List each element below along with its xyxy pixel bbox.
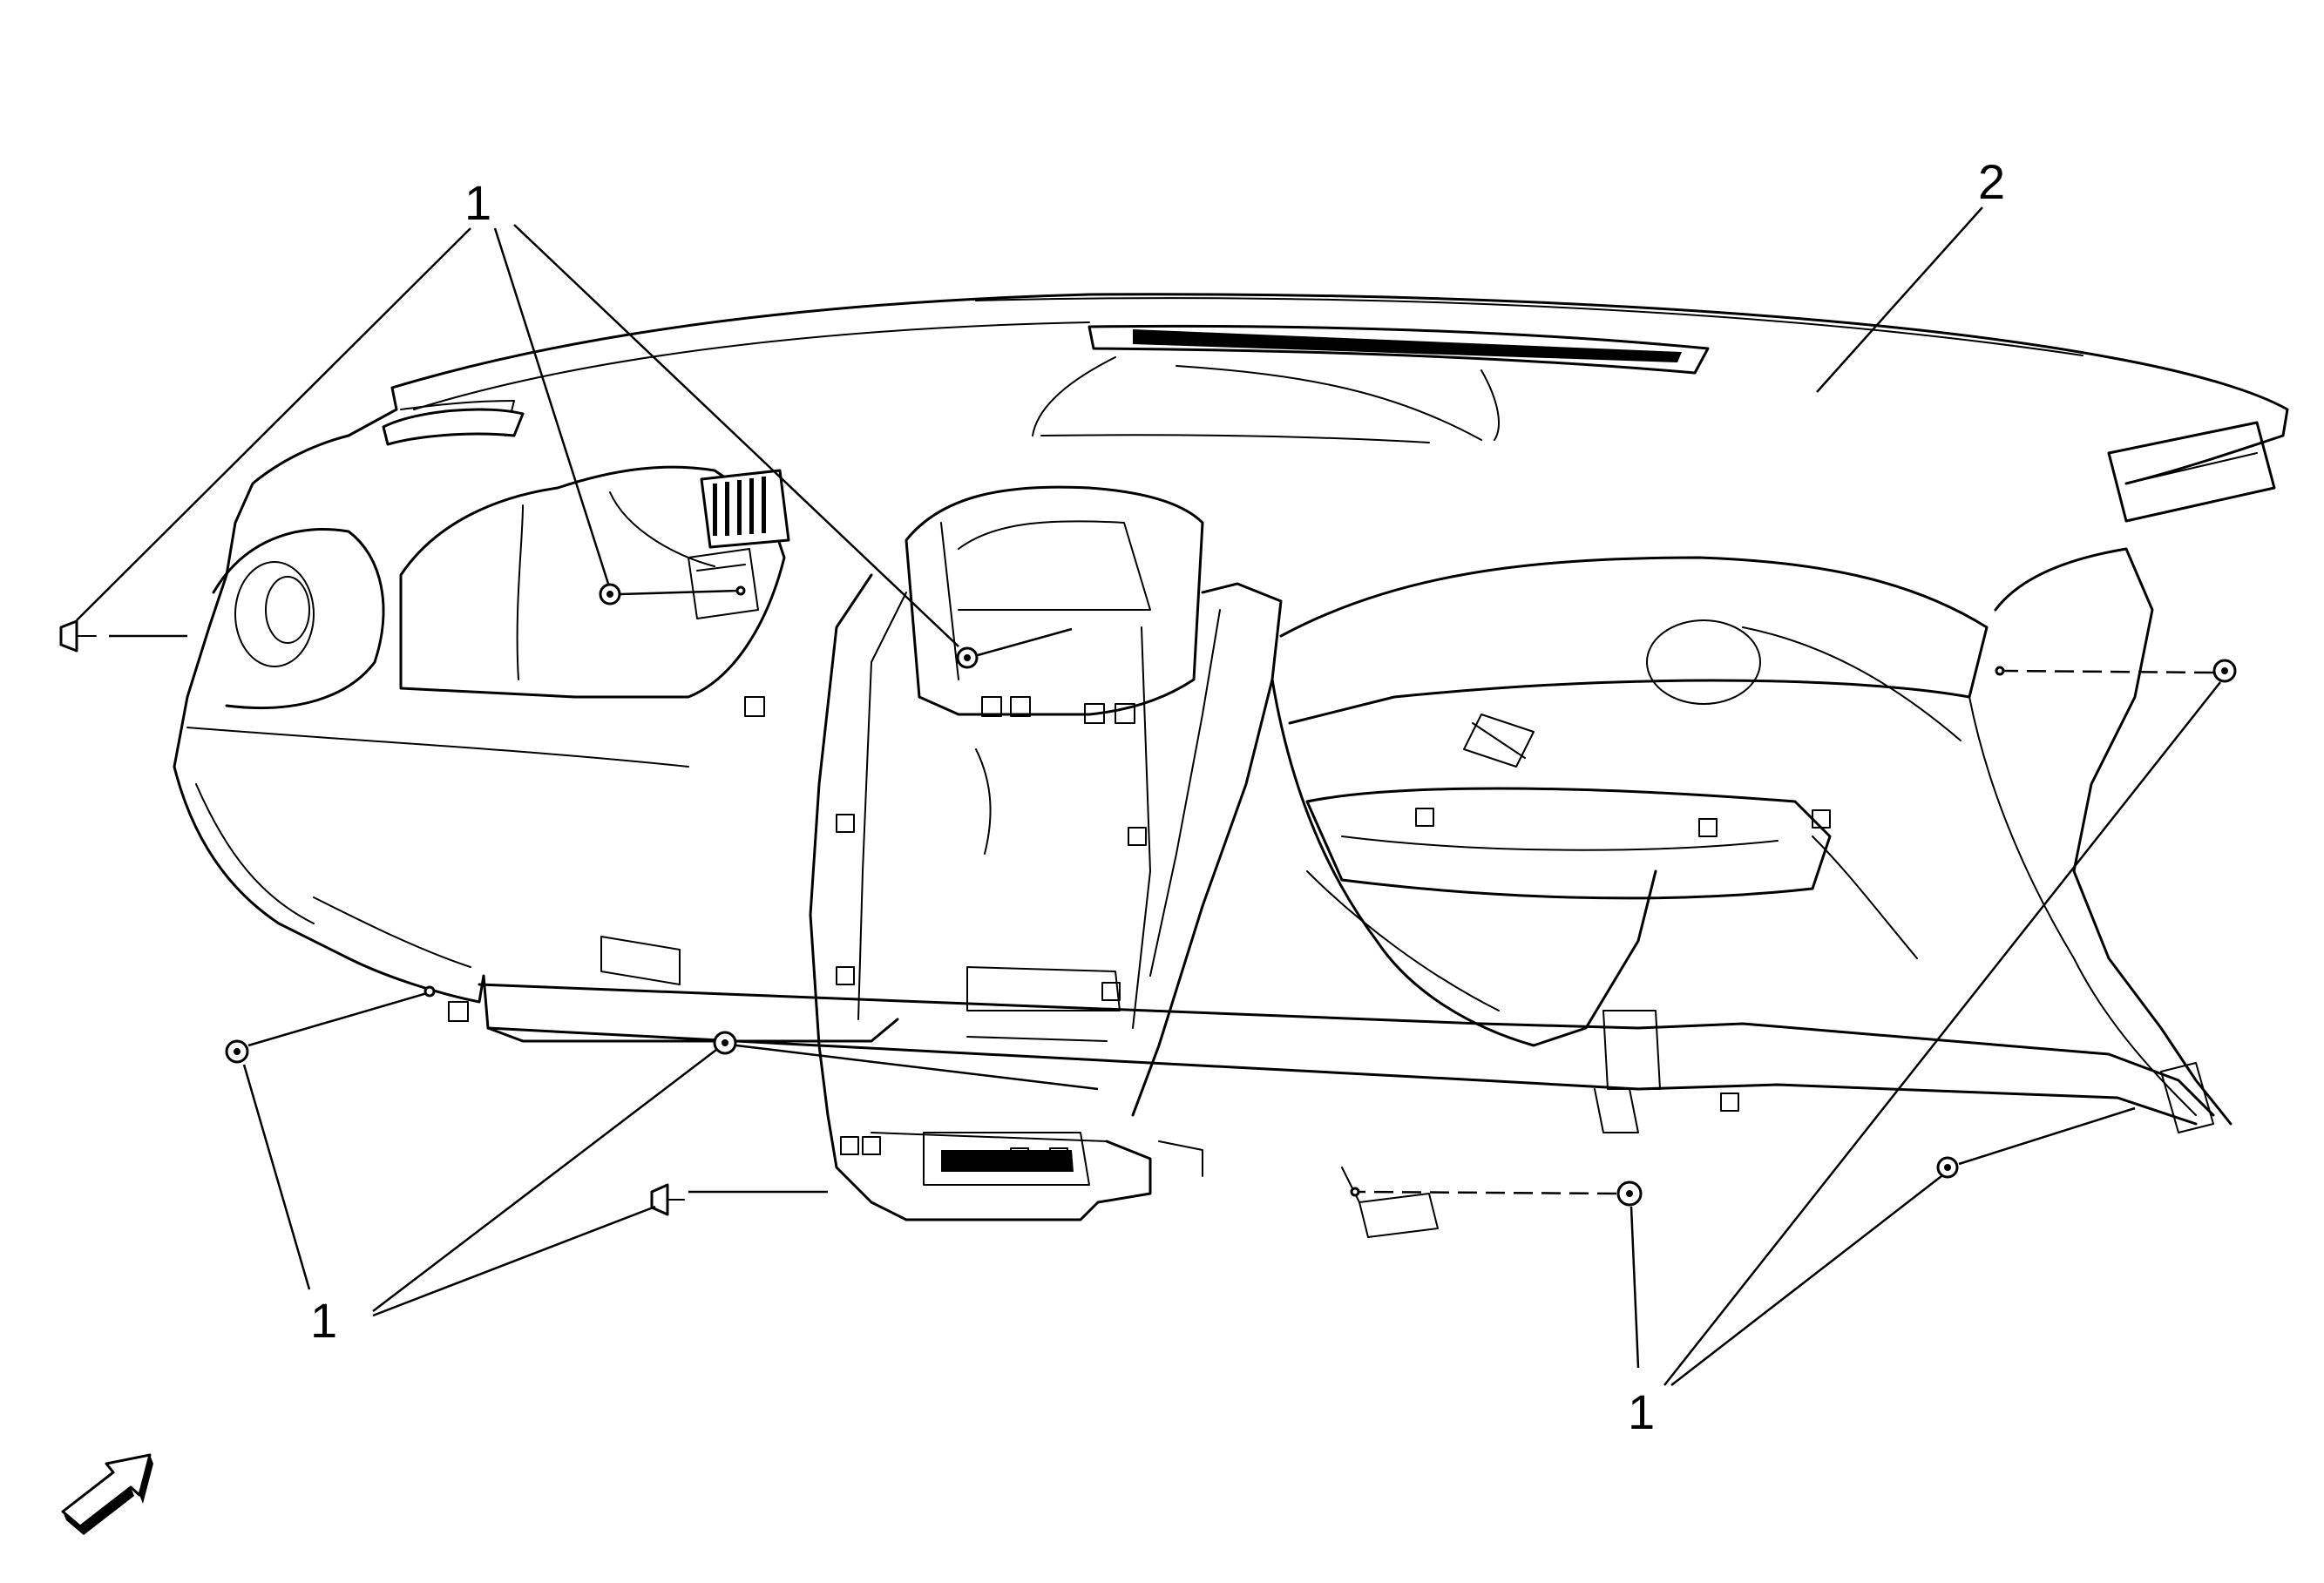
bolt-icon — [225, 1039, 249, 1064]
callout-fastener-bottom-right: 1 — [1628, 1384, 1655, 1439]
passenger-knee-bolster — [1270, 678, 1657, 1047]
center-right-bracket — [1131, 582, 1283, 1117]
fasteners — [59, 583, 2237, 1216]
bolt-icon — [59, 619, 97, 653]
left-defrost-vent — [382, 408, 525, 446]
center-support-bracket — [809, 573, 1152, 1221]
bolt-icon — [2212, 659, 2237, 683]
cluster-vent-louvers — [700, 469, 790, 549]
panel-top-pad — [390, 293, 2289, 485]
center-stack-frame — [905, 485, 1204, 716]
front-of-vehicle-arrow-icon — [61, 1453, 153, 1535]
cluster-opening — [399, 465, 786, 699]
callout-instrument-panel: 2 — [1978, 154, 2005, 209]
right-end-cap — [2107, 421, 2276, 523]
left-side-vent — [234, 561, 315, 667]
bolt-icon — [1936, 1156, 1959, 1179]
bolt-icon — [713, 1031, 737, 1055]
callout-fastener-top: 1 — [464, 175, 491, 230]
left-upper-shroud — [173, 386, 398, 768]
glovebox-opening — [1305, 787, 1832, 900]
cross-car-beam — [478, 983, 2215, 1117]
instrument-panel-assembly — [173, 293, 2289, 1238]
clips — [448, 696, 1831, 1167]
left-lower-panel — [173, 765, 899, 1043]
leader-lines — [76, 206, 2221, 1386]
bolt-icon — [650, 1183, 685, 1216]
bolt-icon — [1616, 1180, 1643, 1207]
bolt-icon — [599, 583, 621, 605]
right-end-panel — [1994, 547, 2233, 1126]
bolt-icon — [956, 646, 979, 669]
passenger-upper-opening — [1279, 556, 1989, 725]
callout-fastener-bottom-left: 1 — [310, 1293, 337, 1348]
passenger-airbag-opening — [1646, 619, 1761, 705]
